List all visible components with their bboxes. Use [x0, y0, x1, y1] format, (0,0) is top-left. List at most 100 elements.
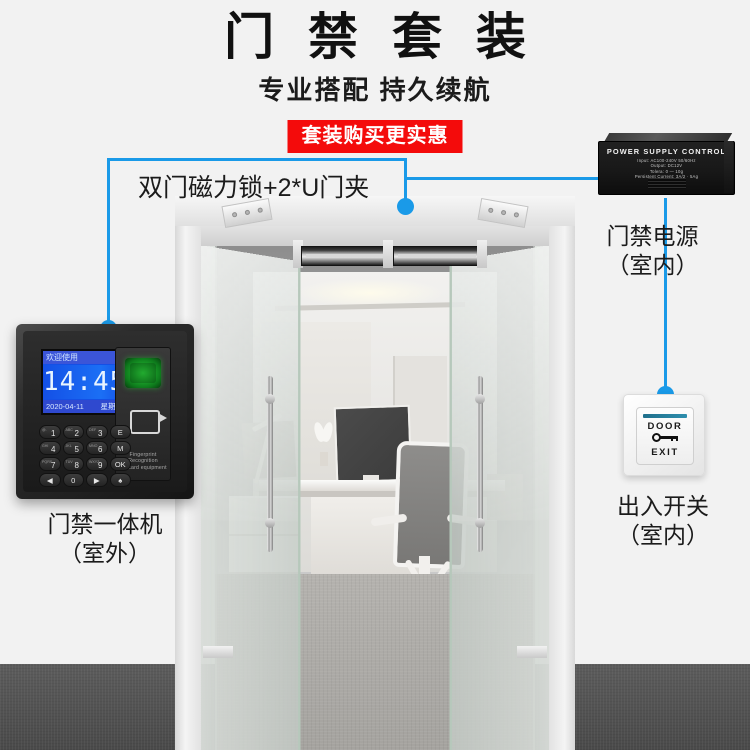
connector-exit-vertical: [664, 198, 667, 394]
key-label: OK: [114, 460, 126, 469]
rfid-card-icon: [130, 410, 167, 434]
callout-exit-switch-label: 出入开关: [617, 493, 709, 519]
key-tooth: [671, 436, 674, 441]
psu-specs: Input: AC100-240V 50/60Hz Output: DC12V …: [599, 158, 734, 180]
exit-switch-plate[interactable]: DOOR EXIT: [636, 407, 694, 465]
lcd-clock: 14:45: [43, 365, 127, 399]
promo-badge: 套装购买更实惠: [287, 120, 463, 153]
clamp-screw: [487, 207, 494, 214]
clamp-screw: [500, 209, 507, 216]
terminal-face: 欢迎使用 14:45 2020-04-11 星期六 Fingerprint Re…: [23, 331, 187, 492]
key-label: 2: [74, 429, 79, 438]
psu-spec-line: Persistent Current: 3A/2 · 5Ag: [634, 174, 699, 180]
callout-exit-switch-location: （室内）: [617, 522, 709, 548]
handle-mount: [265, 518, 275, 528]
key-label: 0: [71, 476, 76, 485]
glass-sheen: [193, 244, 299, 522]
door-handle-left[interactable]: [265, 376, 275, 552]
lcd-date: 2020-04-11: [46, 402, 84, 411]
psu-side-face: [724, 141, 733, 193]
key-sublabel: PQRS: [42, 460, 53, 464]
key-label: 5: [74, 445, 79, 454]
callout-exit-switch: 出入开关 （室内）: [588, 492, 738, 550]
keypad-key-right-arrow[interactable]: ▶: [86, 473, 108, 487]
connector-controller-vertical: [107, 158, 110, 328]
exit-switch-led: [643, 414, 687, 418]
handle-mount: [475, 394, 485, 404]
page-subtitle: 专业搭配 持久续航: [258, 75, 492, 105]
exit-push-switch[interactable]: DOOR EXIT: [623, 394, 705, 476]
bell-icon: ♠: [118, 476, 123, 485]
power-supply-unit[interactable]: POWER SUPPLY CONTROL Input: AC100-240V 5…: [598, 133, 735, 201]
clamp-screw: [244, 209, 251, 216]
maglock-ridge: [306, 254, 384, 257]
psu-spec-line: Output: DC12V: [650, 163, 683, 169]
lcd-status-bar: 2020-04-11 星期六: [43, 400, 126, 413]
access-control-terminal[interactable]: 欢迎使用 14:45 2020-04-11 星期六 Fingerprint Re…: [16, 324, 194, 499]
module-caption-line1: Fingerprint Recognition: [128, 451, 158, 465]
key-tooth: [675, 436, 678, 441]
glass-door-leaf-left[interactable]: [193, 244, 301, 750]
keypad-key-left-arrow[interactable]: ◀: [39, 473, 61, 487]
key-label: 7: [51, 461, 56, 470]
clamp-screw: [257, 207, 264, 214]
key-sublabel: DEF: [89, 428, 97, 432]
maglock-bracket: [477, 240, 487, 268]
fingerprint-sensor-icon[interactable]: [125, 358, 161, 388]
keypad-key[interactable]: 0: [62, 473, 84, 487]
module-caption-line2: RF card equipment: [119, 464, 167, 471]
desk-edge: [259, 491, 505, 497]
keypad-key[interactable]: @.1: [39, 425, 61, 439]
maglock-bracket: [383, 240, 393, 268]
plant-pot: [320, 452, 328, 466]
connector-dot-maglock: [397, 198, 414, 215]
key-label: 9: [98, 461, 103, 470]
key-shaft: [660, 436, 678, 439]
key-label: 3: [98, 429, 103, 438]
magnetic-lock-right: [393, 246, 481, 266]
psu-title: POWER SUPPLY CONTROL: [606, 147, 727, 156]
key-icon: [652, 433, 678, 442]
handle-mount: [475, 518, 485, 528]
key-label: 8: [74, 461, 79, 470]
connector-maglock-down: [404, 158, 407, 204]
bottom-pivot-clamp-left: [203, 646, 233, 658]
key-label: ◀: [46, 476, 53, 485]
handle-mount: [265, 394, 275, 404]
keypad-key-ok[interactable]: OK: [109, 457, 131, 471]
glass-door-leaf-right[interactable]: [449, 244, 557, 750]
maglock-bracket: [293, 240, 303, 268]
exit-label-bottom: EXIT: [651, 447, 679, 458]
key-sublabel: TUV: [65, 460, 73, 464]
exit-label-top: DOOR: [647, 421, 683, 432]
lcd-welcome-text: 欢迎使用: [43, 351, 126, 364]
callout-power-supply-label: 门禁电源: [606, 223, 699, 249]
key-label: 1: [51, 429, 56, 438]
maglock-ridge: [398, 254, 476, 257]
key-label: 4: [51, 445, 56, 454]
keypad-key-bell[interactable]: ♠: [109, 473, 131, 487]
clamp-screw: [231, 211, 238, 218]
door-handle-right[interactable]: [475, 376, 485, 552]
psu-vent-grille: [647, 178, 686, 189]
keypad-key[interactable]: E: [109, 425, 131, 439]
key-label: 6: [98, 445, 103, 454]
callout-maglock-label: 双门磁力锁+2*U门夹: [138, 174, 370, 202]
plant-flower: [320, 421, 335, 443]
key-sublabel: MNO: [89, 444, 98, 448]
keypad-key[interactable]: M: [109, 441, 131, 455]
module-caption: Fingerprint Recognition RF card equipmen…: [118, 452, 168, 472]
glass-door-scene: [175, 196, 575, 750]
key-label: M: [117, 444, 124, 453]
door-frame-right: [549, 202, 575, 750]
